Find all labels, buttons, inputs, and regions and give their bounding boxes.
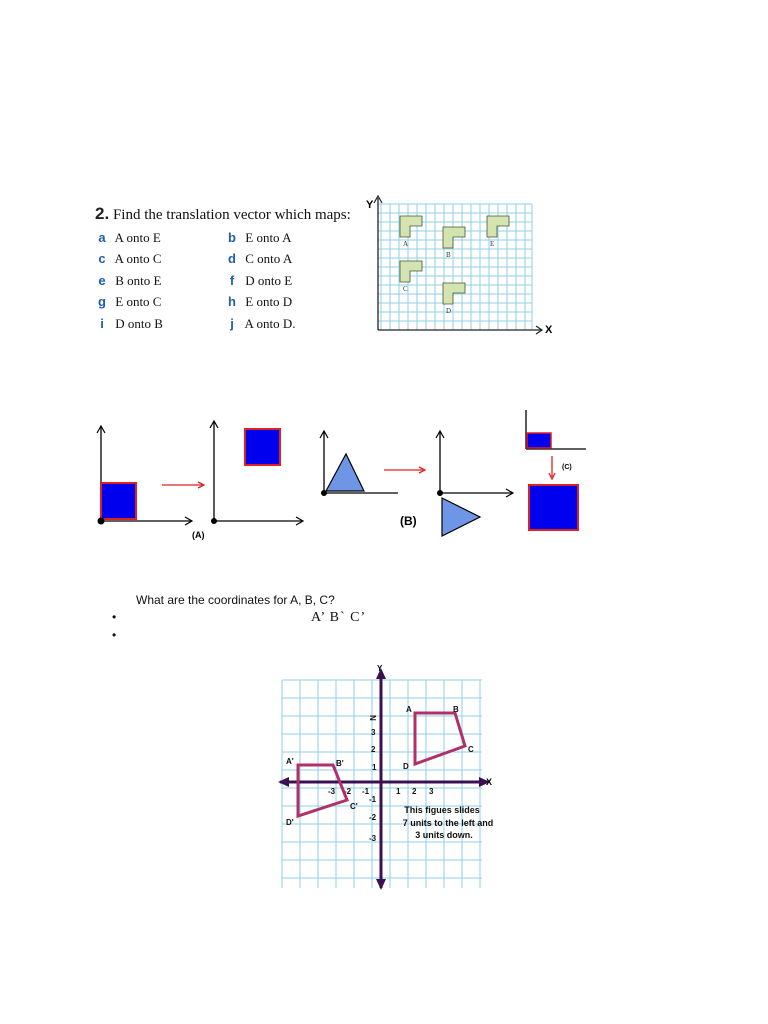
note-line-3: 3 units down. (415, 830, 473, 840)
square-translated-a (244, 428, 281, 466)
list-item: c A onto C (98, 251, 162, 266)
quadrilateral-original (413, 711, 467, 767)
tick-y-neg1: -1 (369, 795, 377, 804)
tick-y-2: 2 (371, 745, 376, 754)
note-line-2: 7 units to the left and (403, 818, 494, 828)
vertex-a: A (406, 705, 412, 714)
list-item: i D onto B (100, 316, 163, 331)
note-line-1: This figues slides (404, 805, 480, 815)
bullet-2: • (112, 628, 117, 642)
tick-x-2: 2 (412, 787, 417, 796)
label-a: (A) (192, 530, 205, 540)
list-item: d C onto A (228, 251, 293, 266)
l-shape-a (399, 215, 423, 238)
square-original-a (100, 482, 137, 520)
rectangle-original-c (526, 432, 552, 449)
vertex-b-prime: B' (336, 759, 344, 768)
quadrilateral-translated (296, 763, 349, 819)
vertex-a-prime: A' (286, 757, 294, 766)
tick-y-1: 1 (372, 763, 377, 772)
tick-x-neg3: -3 (328, 787, 336, 796)
prime-labels: A’ B` C’ (311, 610, 367, 625)
list-item: f D onto E (229, 273, 293, 288)
triangle-translated-b (441, 497, 482, 537)
bullet-1: • (112, 610, 117, 624)
x-axis-label: X (545, 324, 553, 336)
triangle-original-b (324, 452, 365, 492)
vertex-d-prime: D' (286, 818, 294, 827)
list-item: a A onto E (98, 230, 161, 245)
tick-x-1: 1 (396, 787, 401, 796)
vertex-b: B (453, 705, 459, 714)
tick-y-3: 3 (371, 728, 376, 737)
list-item: h E onto D (228, 294, 293, 309)
list-item: e B onto E (98, 273, 162, 288)
vertex-c: C (468, 745, 474, 754)
tick-y-neg3: -3 (369, 834, 377, 843)
origin-point (97, 517, 105, 525)
question-number: 2. (95, 204, 110, 223)
tick-y-neg2: -2 (369, 813, 377, 822)
shape-label-b: B (446, 251, 451, 259)
tick-x-neg2: -2 (344, 787, 352, 796)
translation-diagrams: (A) (B) (C) (96, 410, 586, 540)
l-shape-c (399, 260, 423, 283)
question-heading: 2. Find the translation vector which map… (95, 204, 351, 224)
square-translated-c (528, 484, 579, 531)
tick-y-rotated: N (368, 715, 377, 721)
l-shape-d (442, 282, 466, 305)
l-shape-grid: Y X A B E C D (366, 194, 553, 336)
list-item: b E onto A (228, 230, 292, 245)
tick-x-neg1: -1 (362, 787, 370, 796)
l-shape-e (486, 215, 510, 238)
shape-label-e: E (490, 240, 494, 248)
tick-x-3: 3 (429, 787, 434, 796)
label-c: (C) (562, 464, 572, 471)
vertex-c-prime: C' (350, 802, 358, 811)
vertex-d: D (403, 762, 409, 771)
list-item: j A onto D. (230, 316, 296, 331)
y-axis-label-2: Y (377, 664, 383, 673)
question-prompt: Find the translation vector which maps: (112, 207, 351, 223)
x-axis-label-2: X (486, 777, 492, 787)
label-b: (B) (400, 514, 417, 528)
y-axis-label: Y (366, 199, 374, 211)
list-item: g E onto C (98, 294, 162, 309)
shape-label-c: C (403, 285, 408, 293)
shape-label-d: D (446, 307, 451, 315)
l-shape-b (442, 226, 466, 249)
shape-label-a: A (403, 240, 408, 248)
coordinates-question: What are the coordinates for A, B, C? (136, 593, 335, 607)
coordinate-plane: Y X 1 2 3 -3 -2 -1 3 2 1 -1 -2 -3 N A B … (278, 664, 494, 890)
